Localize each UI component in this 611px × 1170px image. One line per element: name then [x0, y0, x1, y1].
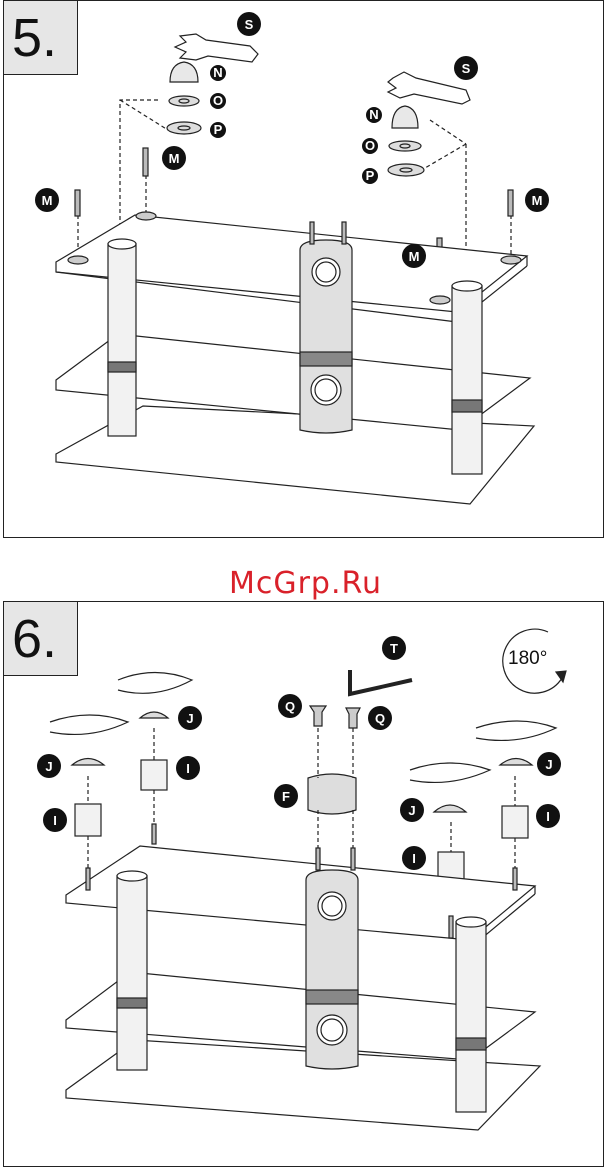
left-column	[117, 876, 147, 1070]
glide-icon	[500, 759, 532, 766]
spacer-icon	[502, 806, 528, 838]
svg-text:Q: Q	[375, 711, 385, 726]
svg-text:J: J	[186, 711, 193, 726]
svg-text:I: I	[186, 761, 190, 776]
screw-icon	[346, 708, 360, 728]
svg-text:J: J	[545, 757, 552, 772]
rotation-label: 180°	[508, 648, 547, 669]
spacer-icon	[75, 804, 101, 836]
svg-text:T: T	[390, 641, 398, 656]
svg-text:F: F	[282, 789, 290, 804]
svg-text:J: J	[45, 759, 52, 774]
svg-text:I: I	[412, 851, 416, 866]
glide-icon	[434, 805, 466, 812]
svg-text:I: I	[546, 809, 550, 824]
connector-sleeve	[308, 774, 356, 814]
svg-text:I: I	[53, 813, 57, 828]
right-column	[456, 922, 486, 1112]
allen-key-icon	[350, 670, 412, 694]
svg-text:J: J	[408, 803, 415, 818]
svg-text:Q: Q	[285, 699, 295, 714]
glide-icon	[72, 759, 104, 766]
screw-icon	[310, 706, 326, 726]
glide-icon	[140, 712, 168, 718]
part-badges: 180° T Q Q F J J J J I I I I	[37, 636, 561, 870]
spacer-icon	[141, 760, 167, 790]
